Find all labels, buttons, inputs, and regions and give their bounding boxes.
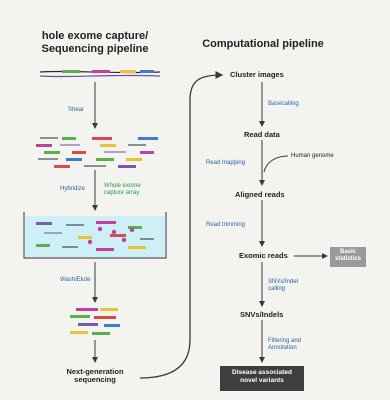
genomic-dna-strands (39, 70, 161, 78)
exon-fragment (100, 144, 116, 147)
exon-fragment (140, 151, 154, 154)
captured-exon (92, 332, 110, 335)
captured-exon (94, 316, 116, 319)
exon-fragment (66, 158, 82, 161)
filtering-label: Filtering and Annotation (268, 338, 301, 352)
cluster-images-node: Cluster images (230, 70, 284, 79)
basic-statistics-box: Basic statistics (330, 247, 366, 267)
human-genome-connector (263, 155, 289, 173)
exon-fragment (126, 158, 142, 161)
read-trimming-label: Read trimming (206, 222, 246, 228)
aligned-reads-node: Aligned reads (235, 190, 285, 199)
hybridize-label: Hybridize (60, 186, 86, 192)
exon-fragment (118, 165, 136, 168)
disease-line1: Disease associated (232, 369, 292, 376)
exon-fragment (54, 165, 70, 168)
read-mapping-label: Read mapping (206, 160, 246, 166)
captured-exon (76, 308, 98, 311)
filtering-line2: Annotation (268, 345, 297, 351)
basic-stats-line2: statistics (334, 256, 361, 262)
capture-bead (87, 239, 93, 245)
basic-stats-line1: Basic (339, 249, 356, 255)
captured-exon (70, 331, 88, 334)
exon-fragment (138, 137, 158, 140)
filtering-line1: Filtering and (268, 338, 302, 344)
bath-exon (110, 234, 126, 237)
bath-exon (96, 221, 116, 224)
exon-fragment (72, 151, 86, 154)
capture-bead (111, 229, 117, 235)
wash-elute-label: Wash/Elute (60, 277, 91, 283)
bath-exon (128, 246, 146, 249)
ngs-line1: Next-generation (66, 367, 124, 376)
exon-fragment (62, 137, 76, 140)
capture-array-label: Whole exome capture array (104, 183, 141, 197)
capture-array-line2: capture array (104, 190, 140, 196)
basecalling-label: Basecalling (268, 101, 299, 107)
left-title-line1: hole exome capture/ (41, 30, 149, 42)
snvs-indels-node: SNVs/Indels (240, 310, 284, 319)
bath-exon (96, 248, 114, 251)
left-title: hole exome capture/ Sequencing pipeline (38, 30, 152, 56)
capture-bead (121, 237, 127, 243)
sheared-fragments (36, 137, 158, 168)
captured-exon (70, 315, 90, 318)
bath-exon (36, 244, 50, 247)
captured-exon (78, 323, 98, 326)
exon-fragment (92, 137, 112, 140)
capture-bead (129, 227, 135, 233)
calling-label: SNVs/Indel calling (268, 279, 298, 293)
capture-array-line1: Whole exome (104, 183, 141, 189)
disease-line2: novel variants (240, 377, 284, 384)
ngs-node: Next-generation sequencing (60, 368, 130, 384)
calling-line1: SNVs/Indel (268, 279, 299, 285)
bath-exon (36, 222, 52, 225)
read-data-node: Read data (244, 130, 280, 139)
capture-bead (97, 226, 103, 232)
exon-fragment (44, 151, 60, 154)
bath-exon (128, 226, 142, 229)
ngs-line2: sequencing (74, 375, 116, 384)
arrow-ngs-to-cluster (139, 71, 224, 379)
captured-exon (104, 324, 120, 327)
captured-exon (100, 308, 118, 311)
exomic-reads-node: Exomic reads (239, 251, 288, 260)
bath-exon (78, 236, 92, 239)
shear-label: Shear (68, 107, 85, 113)
bath-fragments (36, 221, 154, 251)
capture-bath (23, 212, 167, 259)
calling-line2: calling (268, 286, 286, 292)
exon-fragment (96, 158, 114, 161)
exon-fragment (36, 144, 52, 147)
human-genome-node: Human genome (291, 153, 334, 159)
eluted-fragments (70, 308, 120, 335)
disease-variants-box: Disease associated novel variants (220, 366, 304, 391)
right-title: Computational pipeline (202, 38, 324, 50)
left-title-line2: Sequencing pipeline (41, 43, 149, 55)
